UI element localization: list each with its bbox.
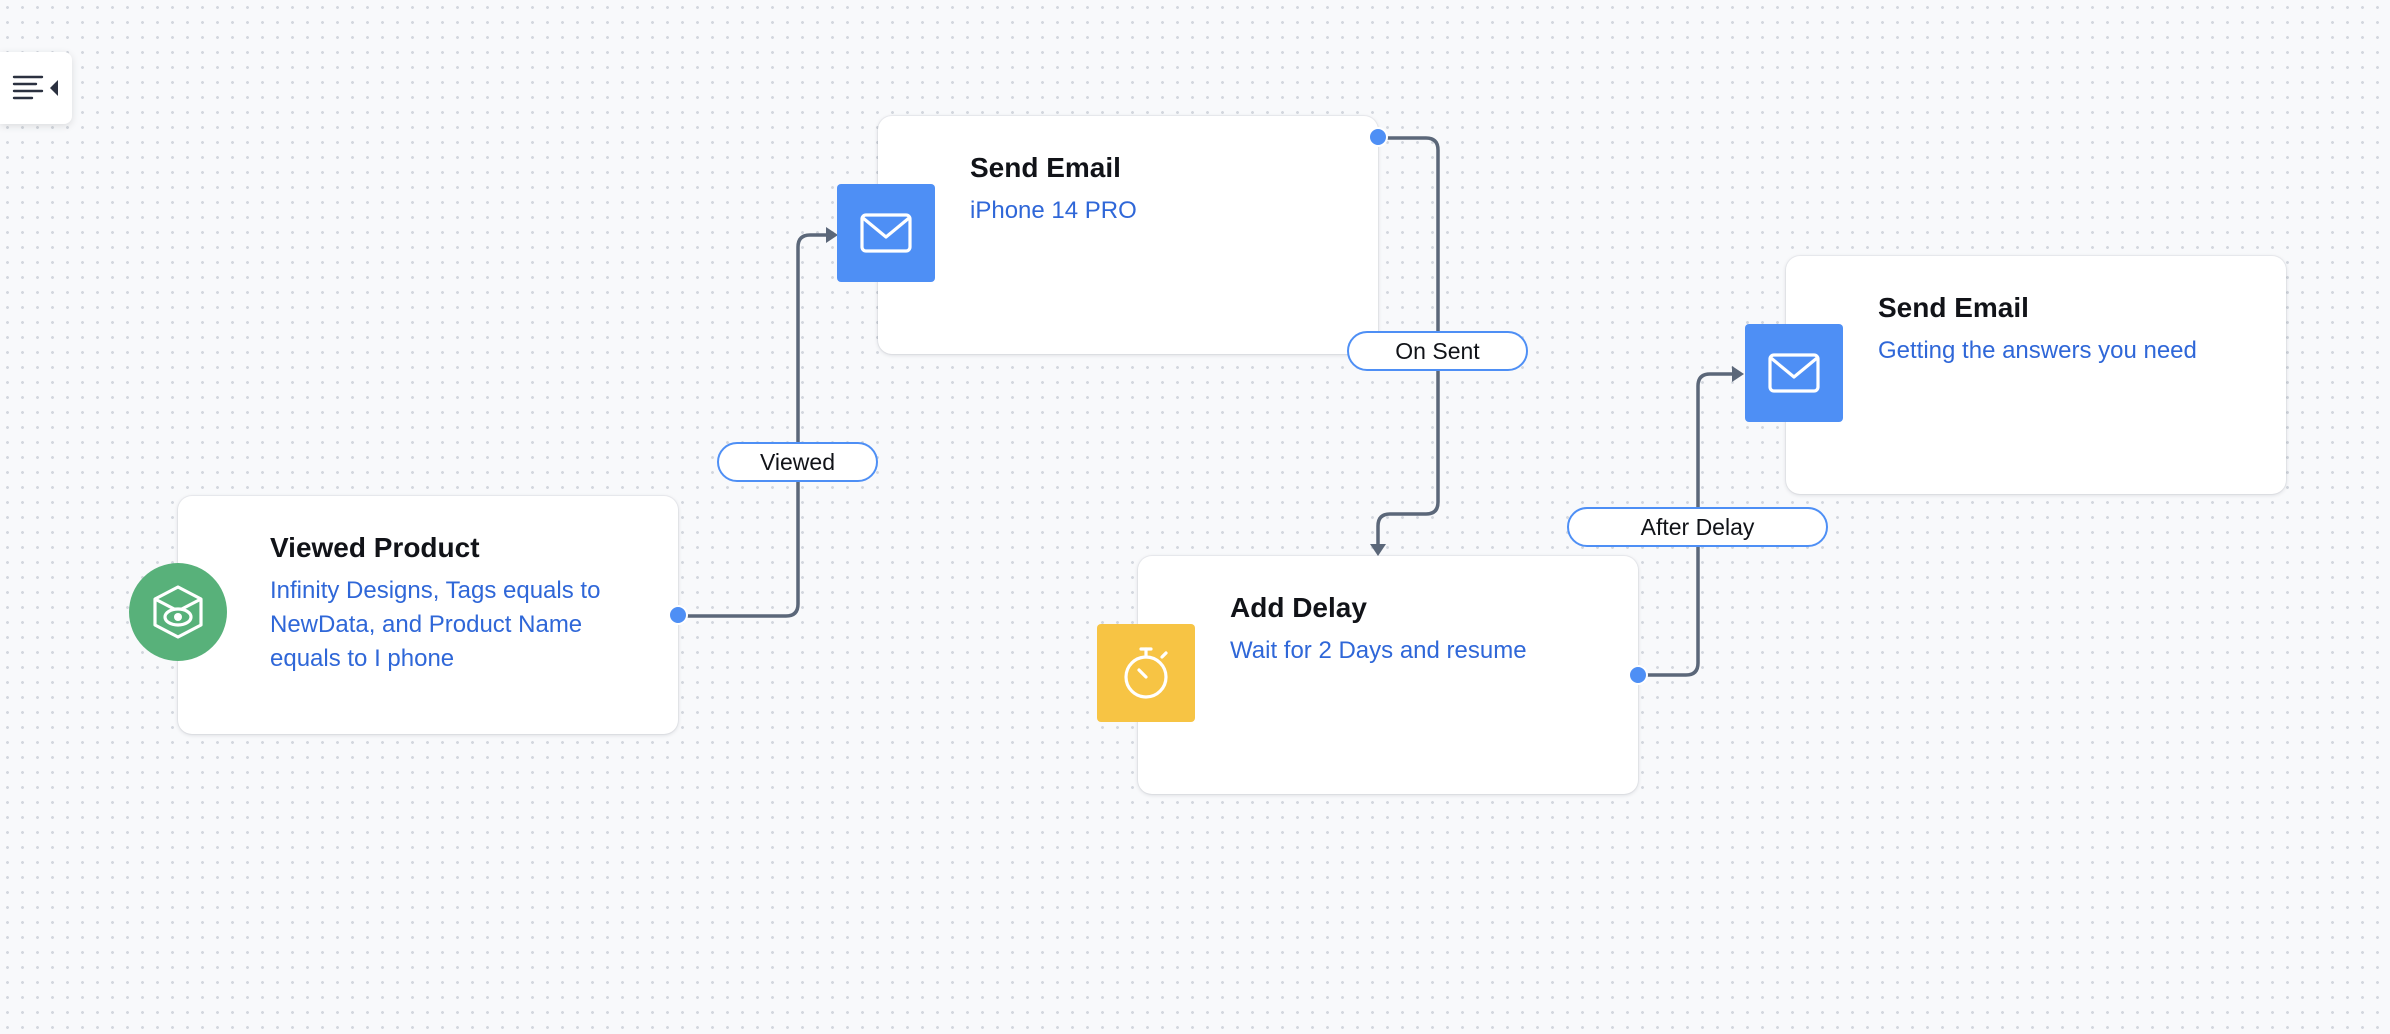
node-title: Send Email xyxy=(1878,292,2029,323)
node-viewed-product[interactable]: Viewed Product Infinity Designs, Tags eq… xyxy=(178,496,678,734)
mail-icon xyxy=(837,184,935,282)
node-title: Send Email xyxy=(970,152,1121,183)
node-viewed-product-output-handle[interactable] xyxy=(668,605,688,625)
node-subtitle: Getting the answers you need xyxy=(1878,337,2197,364)
edge-on-sent xyxy=(1376,136,1440,548)
edge-viewed-arrow xyxy=(826,227,838,243)
mail-icon xyxy=(1745,324,1843,422)
menu-collapse-icon xyxy=(12,75,58,100)
edge-label-viewed[interactable]: Viewed xyxy=(717,442,878,482)
node-add-delay-output-handle[interactable] xyxy=(1628,665,1648,685)
node-title: Add Delay xyxy=(1230,592,1367,623)
edge-label-on-sent[interactable]: On Sent xyxy=(1347,331,1528,371)
node-subtitle: iPhone 14 PRO xyxy=(970,197,1137,224)
node-send-email-1[interactable]: Send Email iPhone 14 PRO xyxy=(878,116,1378,354)
panel-toggle-button[interactable] xyxy=(0,52,72,124)
node-subtitle: Wait for 2 Days and resume xyxy=(1230,637,1527,664)
edge-label-after-delay[interactable]: After Delay xyxy=(1567,507,1828,547)
viewed-product-icon xyxy=(129,563,227,661)
node-add-delay[interactable]: Add Delay Wait for 2 Days and resume xyxy=(1138,556,1638,794)
node-send-email-1-output-handle[interactable] xyxy=(1368,127,1388,147)
edge-after-delay-arrow xyxy=(1732,366,1744,382)
stopwatch-icon xyxy=(1097,624,1195,722)
node-title: Viewed Product xyxy=(270,532,480,563)
edge-viewed xyxy=(686,233,832,618)
node-subtitle: Infinity Designs, Tags equals to NewData… xyxy=(270,577,601,672)
node-send-email-2[interactable]: Send Email Getting the answers you need xyxy=(1786,256,2286,494)
edge-on-sent-arrow xyxy=(1370,544,1386,556)
